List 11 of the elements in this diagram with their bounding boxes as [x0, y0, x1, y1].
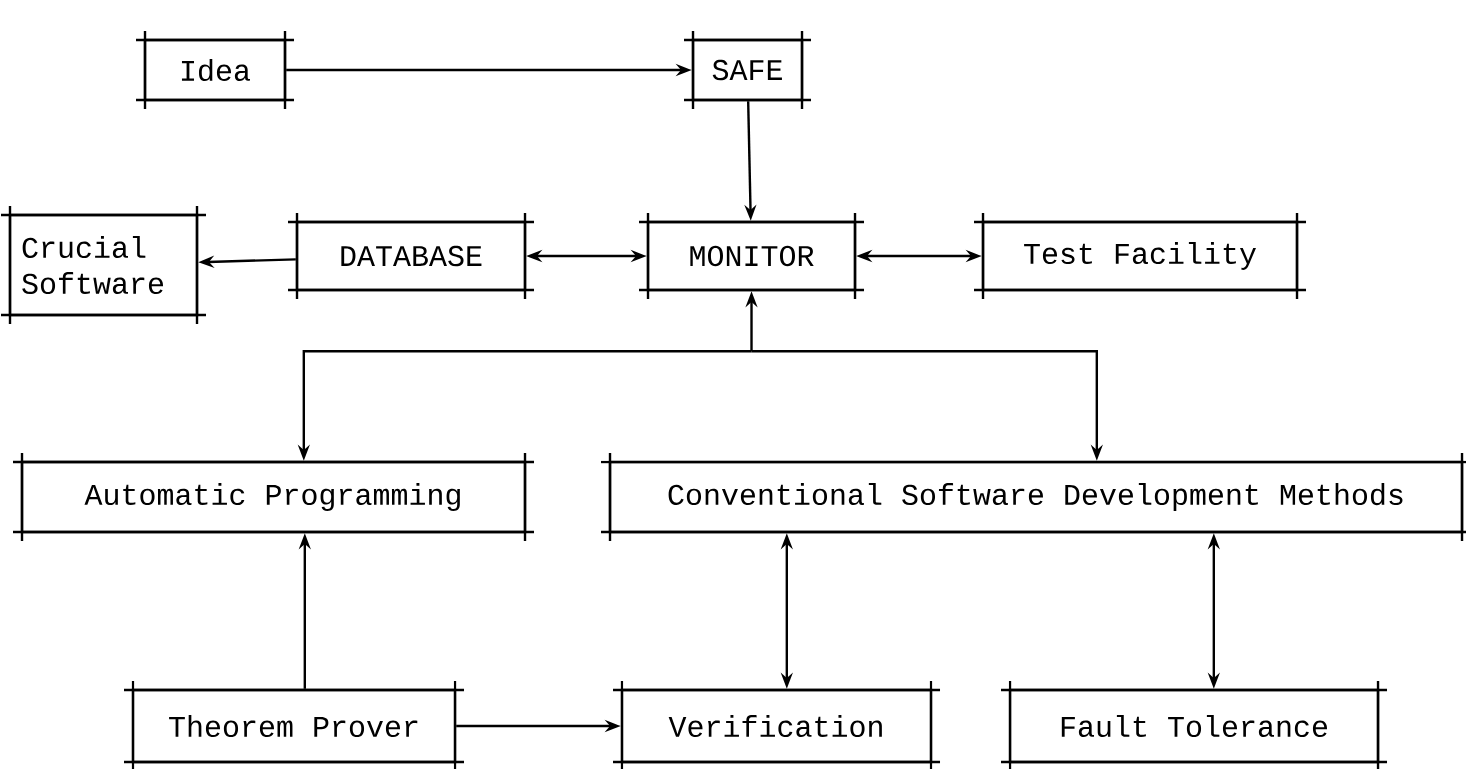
- process-box: Test Facility: [974, 213, 1306, 299]
- process-box: Automatic Programming: [13, 453, 534, 541]
- process-box: Verification: [613, 681, 940, 769]
- process-box: MONITOR: [639, 213, 864, 299]
- process-box: Crucial Software: [1, 206, 206, 324]
- process-box: Idea: [136, 31, 294, 109]
- process-box: DATABASE: [288, 213, 534, 299]
- process-box: Conventional Software Development Methods: [601, 453, 1466, 541]
- process-box: SAFE: [684, 31, 811, 109]
- process-box: Fault Tolerance: [1001, 681, 1387, 769]
- process-box: Theorem Prover: [124, 681, 464, 769]
